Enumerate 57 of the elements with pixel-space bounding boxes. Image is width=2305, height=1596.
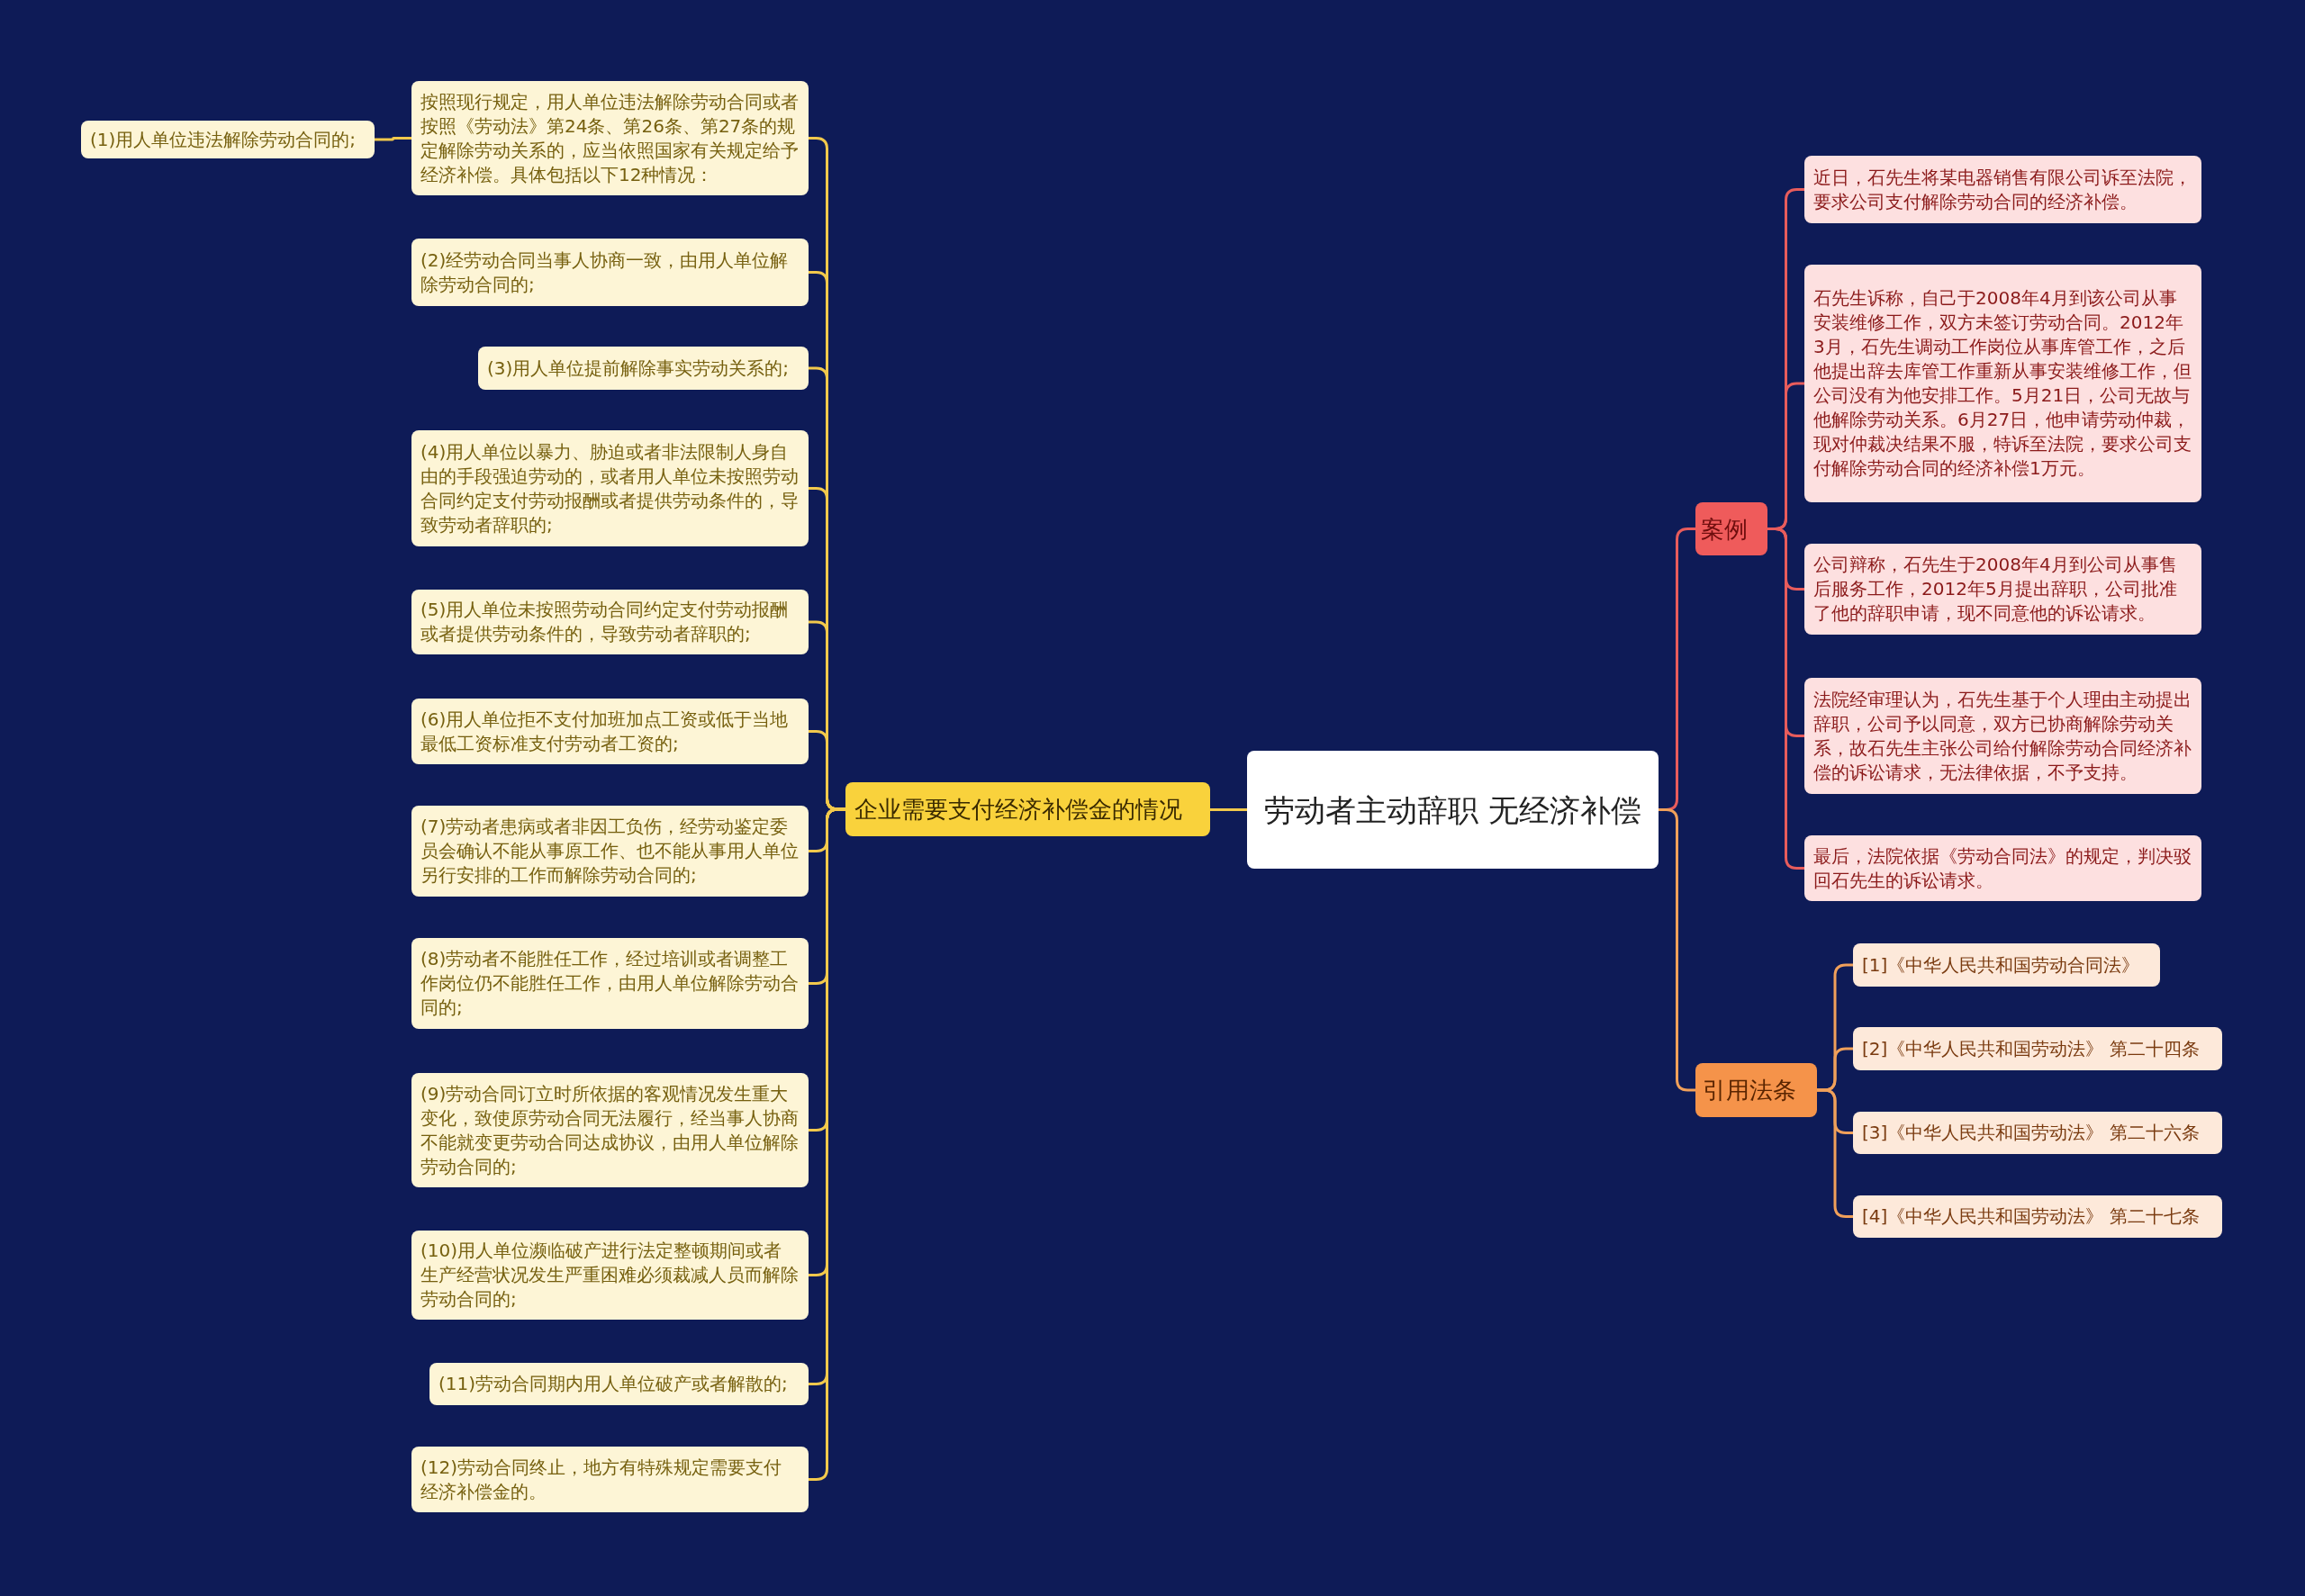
subtopic-box: [1804, 156, 2201, 223]
subtopic-text: 最后，法院依据《劳动合同法》的规定，判决驳回石先生的诉讼请求。: [1813, 843, 2192, 893]
branch-topic-box: [1695, 502, 1767, 555]
subtopic-text: (2)经劳动合同当事人协商一致，由用人单位解除劳动合同的;: [420, 248, 790, 297]
subtopic-text: (7)劳动者患病或者非因工负伤，经劳动鉴定委员会确认不能从事原工作、也不能从事用人单位另行安排的工作而解除劳动合同的;: [420, 815, 800, 888]
subtopic-box: [411, 81, 809, 195]
subtopic-box: [1853, 943, 2160, 987]
subtopic-box: [411, 1231, 809, 1320]
subtopic-text: (9)劳动合同订立时所依据的客观情况发生重大变化，致使原劳动合同无法履行，经当事人协商不能就变更劳动合同达成协议，由用人单位解除劳动合同的;: [420, 1081, 800, 1179]
subtopic-box: [411, 430, 809, 546]
subtopic-box: [1804, 835, 2201, 901]
branch-topic: 案例: [1701, 514, 1749, 545]
subtopic-text: (3)用人单位提前解除事实劳动关系的;: [487, 356, 791, 381]
connector-line: [1210, 808, 1247, 811]
subtopic-box: [1853, 1112, 2222, 1154]
subtopic-text: (12)劳动合同终止，地方有特殊规定需要支付经济补偿金的。: [420, 1455, 783, 1504]
subtopic-box: [81, 121, 375, 158]
subtopic-text: (5)用人单位未按照劳动合同约定支付劳动报酬或者提供劳动条件的，导致劳动者辞职的;: [420, 598, 790, 646]
subtopic-box: [411, 239, 809, 306]
subtopic-text: (1)用人单位违法解除劳动合同的;: [90, 127, 357, 152]
branch-topic-box: [1695, 1063, 1817, 1117]
subtopic-text: (4)用人单位以暴力、胁迫或者非法限制人身自由的手段强迫劳动的，或者用人单位未按照劳动合同约定支付劳动报酬或者提供劳动条件的，导致劳动者辞职的;: [420, 439, 800, 537]
subtopic-text: [3]《中华人民共和国劳动法》 第二十六条: [1862, 1121, 2201, 1145]
branch-topic: 引用法条: [1703, 1076, 1797, 1105]
subtopic-text: (10)用人单位濒临破产进行法定整顿期间或者生产经营状况发生严重困难必须裁减人员而解除劳动合同的;: [420, 1239, 800, 1312]
subtopic-text: (6)用人单位拒不支付加班加点工资或低于当地最低工资标准支付劳动者工资的;: [420, 707, 790, 756]
subtopic-text: [2]《中华人民共和国劳动法》 第二十四条: [1862, 1036, 2201, 1061]
subtopic-text: (11)劳动合同期内用人单位破产或者解散的;: [438, 1372, 789, 1396]
subtopic-text: [1]《中华人民共和国劳动合同法》: [1862, 952, 2141, 978]
central-topic: 劳动者主动辞职 无经济补偿: [1263, 790, 1642, 830]
subtopic-box: [1853, 1027, 2222, 1070]
subtopic-box: [1804, 678, 2201, 794]
central-topic-box: [1247, 751, 1659, 869]
branch-topic-box: [845, 782, 1210, 836]
subtopic-text: (8)劳动者不能胜任工作，经过培训或者调整工作岗位仍不能胜任工作，由用人单位解除劳动合同的;: [420, 947, 800, 1020]
connector-line: [1817, 1088, 1853, 1218]
subtopic-text: 法院经审理认为，石先生基于个人理由主动提出辞职，公司予以同意，双方已协商解除劳动关系，故石先生主张公司给付解除劳动合同经济补偿的诉讼请求，无法律依据，不予支持。: [1813, 687, 2192, 785]
subtopic-box: [411, 1447, 809, 1512]
subtopic-box: [411, 699, 809, 764]
connector-line: [1767, 527, 1804, 870]
subtopic-box: [478, 347, 809, 390]
subtopic-box: [411, 938, 809, 1029]
subtopic-text: 石先生诉称，自己于2008年4月到该公司从事安装维修工作，双方未签订劳动合同。2012年3月，石先生调动工作岗位从事库管工作，之后他提出辞去库管工作重新从事安装维修工作，但公司没有为他安排工作。5月21日，公司无故与他解除劳动关系。6月27日，他申请劳动仲裁，现对仲裁决结果不服，特诉至法院，要求公司支付解除劳动合同的经济补偿1万元。: [1813, 286, 2192, 481]
subtopic-box: [411, 1073, 809, 1187]
connector-line: [375, 137, 411, 141]
branch-topic: 企业需要支付经济补偿金的情况: [854, 795, 1183, 825]
subtopic-box: [411, 806, 809, 897]
subtopic-box: [429, 1363, 809, 1405]
subtopic-box: [1853, 1195, 2222, 1238]
subtopic-text: [4]《中华人民共和国劳动法》 第二十七条: [1862, 1204, 2201, 1229]
connector-line: [1659, 808, 1695, 1092]
subtopic-text: 近日，石先生将某电器销售有限公司诉至法院，要求公司支付解除劳动合同的经济补偿。: [1813, 165, 2192, 214]
subtopic-box: [1804, 544, 2201, 635]
subtopic-box: [1804, 265, 2201, 502]
subtopic-text: 公司辩称，石先生于2008年4月到公司从事售后服务工作，2012年5月提出辞职，公司批准了他的辞职申请，现不同意他的诉讼请求。: [1813, 553, 2178, 626]
subtopic-text: 按照现行规定，用人单位违法解除劳动合同或者按照《劳动法》第24条、第26条、第27条的规定解除劳动关系的，应当依照国家有关规定给予经济补偿。具体包括以下12种情况：: [420, 89, 800, 187]
subtopic-box: [411, 590, 809, 654]
